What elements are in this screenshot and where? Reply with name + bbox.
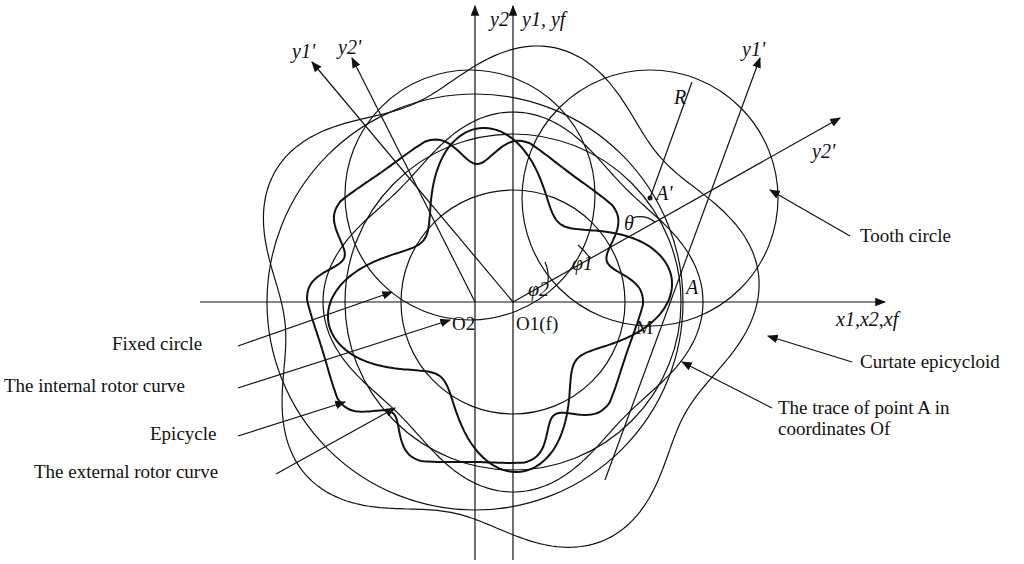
fixed-circle — [345, 134, 681, 470]
trace-curve — [323, 112, 703, 492]
figure-label: O1(f) — [516, 314, 558, 335]
x-axis — [200, 301, 885, 302]
figure-label: y2' — [338, 36, 361, 58]
figure-label: φ1 — [572, 252, 593, 274]
y2-prime-axis — [513, 118, 840, 302]
point-dot — [648, 196, 653, 201]
leader-line — [238, 320, 450, 388]
figure-label: y1, yf — [522, 8, 565, 30]
figure-label: x1,x2,xf — [836, 308, 898, 330]
curtate-epicycloid — [263, 46, 759, 547]
leader-line — [768, 336, 852, 362]
y1-axis — [512, 6, 513, 560]
figure-label: The external rotor curve — [34, 462, 218, 483]
epicycle — [267, 94, 683, 510]
figure-label: A — [686, 276, 698, 298]
y2-axis — [474, 6, 475, 560]
external-rotor — [307, 140, 643, 463]
figure-label: R — [674, 86, 686, 108]
y1-prime-axis — [605, 58, 760, 480]
figure-label: y2 — [490, 8, 509, 30]
figure-label: θ — [624, 212, 634, 234]
figure-label: y1' — [292, 40, 315, 62]
figure-label: The trace of point A in coordinates Of — [778, 398, 1018, 440]
angle-arc — [632, 217, 655, 222]
tooth-circle — [345, 70, 595, 320]
figure-label: A' — [656, 182, 673, 204]
figure-label: Epicycle — [150, 424, 216, 445]
leader-line — [276, 408, 395, 474]
y1-prime-axis — [312, 62, 513, 302]
figure-label: M — [636, 318, 653, 339]
internal-rotor — [328, 128, 672, 472]
leader-line — [238, 292, 392, 346]
leader-line — [238, 402, 345, 436]
figure-label: O2 — [452, 314, 475, 335]
figure-label: Tooth circle — [860, 226, 951, 247]
leader-line — [770, 190, 850, 236]
figure-label: φ2 — [528, 278, 549, 300]
figure-label: The internal rotor curve — [4, 376, 185, 397]
figure-label: Curtate epicycloid — [860, 352, 1000, 373]
leader-line — [682, 362, 772, 408]
figure-label: Fixed circle — [112, 334, 202, 355]
figure-label: y2' — [812, 140, 835, 162]
figure-label: y1' — [742, 38, 765, 60]
